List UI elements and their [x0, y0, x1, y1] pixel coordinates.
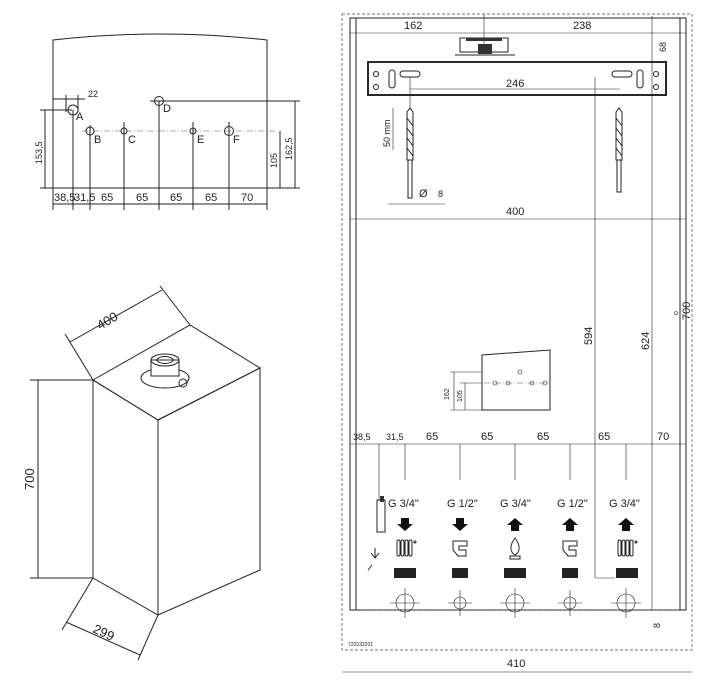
arrow-up-icon: [507, 518, 523, 531]
mounting-template-view: 162 238 68 246 50 mm Ø 8: [341, 13, 693, 673]
arrow-down-icon: [452, 518, 468, 531]
svg-text:65: 65: [136, 192, 148, 204]
arrow-up-icon: [618, 518, 634, 531]
svg-text:65: 65: [537, 431, 549, 443]
radiator-icon: [617, 539, 638, 557]
dim-624: 624: [640, 332, 652, 350]
dim-162: 162: [404, 20, 422, 32]
svg-text:65: 65: [101, 192, 113, 204]
dim-162-5: 162,5: [284, 137, 294, 160]
pipe-label-bar: [394, 568, 416, 578]
svg-text:65: 65: [481, 431, 493, 443]
drawing-code: 722032201: [348, 642, 373, 648]
dim-594: 594: [583, 327, 595, 345]
dim-width-400: 400: [94, 309, 120, 333]
isometric-view: 400 700 299: [22, 285, 262, 661]
drill-bit-icon: [615, 107, 623, 193]
dim-238: 238: [573, 20, 591, 32]
thread-size: G 3/4": [388, 498, 419, 510]
svg-text:31,5: 31,5: [74, 192, 95, 204]
connection-3: G 3/4": [500, 498, 531, 618]
label-b: B: [94, 134, 101, 146]
dim-410: 410: [507, 658, 525, 670]
connection-2: G 1/2": [447, 498, 478, 616]
svg-text:70: 70: [657, 431, 669, 443]
dim-700: 700: [681, 302, 693, 320]
radiator-icon: [396, 539, 417, 557]
label-d: D: [163, 103, 171, 115]
pipe-label-bar: [452, 568, 468, 578]
connection-inset: 162 105: [444, 349, 551, 411]
drill-bit-icon: [406, 77, 414, 199]
label-a: A: [76, 111, 84, 123]
pipe-label-bar: [504, 568, 526, 578]
thread-size: G 1/2": [557, 498, 588, 510]
diameter-symbol: Ø: [419, 188, 428, 200]
svg-text:65: 65: [426, 431, 438, 443]
svg-text:65: 65: [170, 192, 182, 204]
outer-casing-outline: [341, 13, 693, 651]
svg-text:31,5: 31,5: [386, 432, 404, 442]
bottom-dimensions-right: 38,5 31,5 65 65 65 65 70: [353, 431, 669, 443]
safety-valve-icon: [367, 496, 386, 571]
label-e: E: [197, 134, 204, 146]
boiler-outline: [52, 33, 268, 189]
svg-text:162: 162: [444, 388, 451, 400]
dim-drill-depth: 50 mm: [382, 119, 392, 147]
front-face: [92, 379, 159, 616]
side-face: [157, 367, 261, 616]
connection-1: G 3/4": [388, 498, 420, 618]
svg-text:105: 105: [457, 390, 464, 402]
label-f: F: [233, 134, 240, 146]
dim-8: 8: [652, 623, 662, 628]
dim-400: 400: [506, 206, 524, 218]
svg-text:38,5: 38,5: [353, 432, 371, 442]
svg-text:65: 65: [598, 431, 610, 443]
connection-5: G 3/4": [609, 498, 641, 618]
gas-flame-icon: [509, 537, 521, 560]
arrow-up-icon: [562, 518, 578, 531]
connection-layout-view: 22 A B C D E F 153,5 105 162,5 38,5 31,5…: [34, 33, 300, 210]
dim-drill-diameter: 8: [438, 189, 443, 199]
dim-68: 68: [658, 42, 668, 52]
label-c: C: [128, 134, 136, 146]
thread-size: G 1/2": [447, 498, 478, 510]
svg-text:70: 70: [241, 192, 253, 204]
dim-246: 246: [506, 78, 524, 90]
pipe-label-bar: [562, 568, 578, 578]
svg-text:38,5: 38,5: [54, 192, 75, 204]
bottom-dimensions-left: 38,5 31,5 65 65 65 65 70: [54, 192, 253, 204]
connection-4: G 1/2": [557, 498, 588, 616]
tap-icon: [562, 540, 578, 557]
dim-105: 105: [269, 153, 279, 168]
flue-connector: [140, 353, 190, 389]
dim-22: 22: [88, 89, 98, 99]
dim-height-700: 700: [22, 468, 37, 490]
dim-153-5: 153,5: [34, 141, 44, 164]
flue-fitting: [455, 37, 515, 56]
bracket-slots: [373, 69, 659, 90]
pipe-label-bar: [616, 568, 638, 578]
thread-size: G 3/4": [609, 498, 640, 510]
tap-icon: [452, 540, 468, 557]
dim-depth-299: 299: [91, 621, 117, 644]
thread-size: G 3/4": [500, 498, 531, 510]
svg-text:65: 65: [205, 192, 217, 204]
arrow-down-icon: [397, 518, 413, 531]
